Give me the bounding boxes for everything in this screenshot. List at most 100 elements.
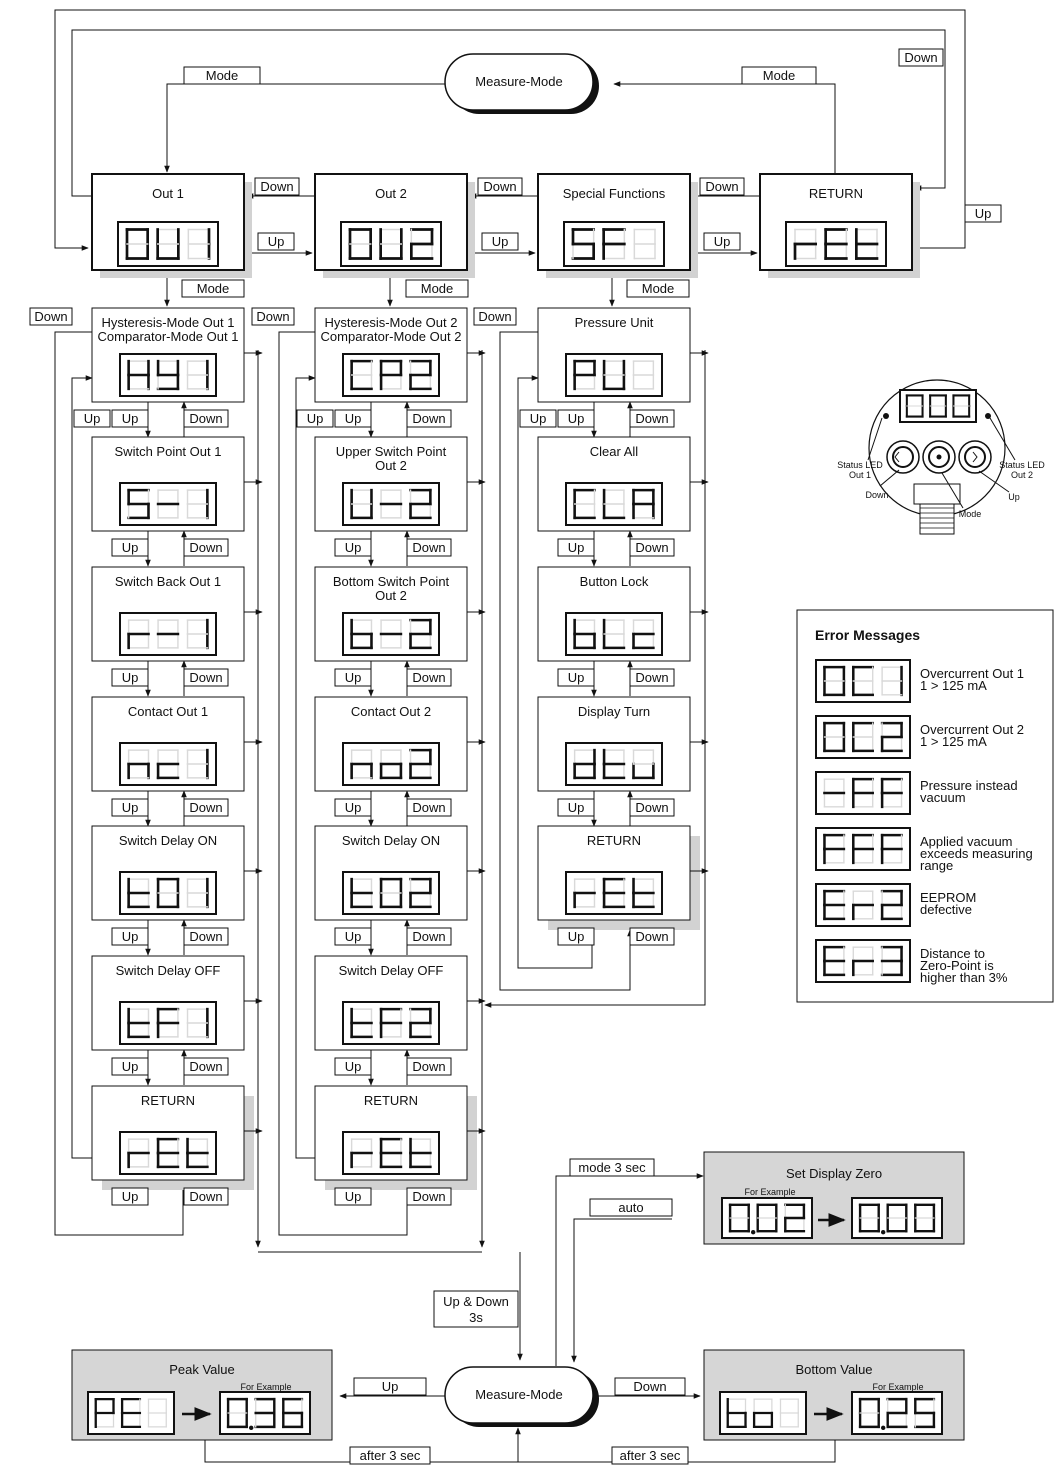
label-text: Up (530, 411, 547, 426)
box-title: Out 1 (152, 186, 184, 201)
down-label: Down (183, 927, 229, 946)
label-text: auto (618, 1200, 643, 1215)
label-text: Down (189, 1059, 222, 1074)
label-box (183, 66, 261, 85)
up-label: Up (334, 1057, 372, 1076)
label-text: Up (122, 929, 139, 944)
value-display (721, 1197, 813, 1239)
up-label: Up (73, 409, 111, 428)
up-label: Up (334, 1187, 372, 1206)
leader-line (867, 417, 883, 461)
status-led-1-label: Out 1 (849, 470, 871, 480)
label-box (406, 668, 452, 687)
down-label: Down (406, 1187, 452, 1206)
label-box (589, 1198, 673, 1217)
box-title: Button Lock (580, 574, 649, 589)
down-label: Down (629, 668, 675, 687)
label-text: 3s (469, 1310, 483, 1325)
up-label: Up (557, 927, 595, 946)
label-text: Down (189, 670, 222, 685)
label-box (481, 232, 519, 251)
error-code-display (815, 715, 911, 759)
label-box (29, 307, 73, 326)
flow-label: Down (473, 307, 517, 326)
down-label: Down (629, 927, 675, 946)
status-led-2-label: Out 2 (1011, 470, 1033, 480)
label-box (406, 538, 452, 557)
oval-frame (444, 1366, 594, 1424)
up-label: Up (519, 409, 557, 428)
label-box (111, 927, 149, 946)
label-text: Up (345, 929, 362, 944)
box-title: Bottom Switch Point (333, 574, 450, 589)
box-title: Switch Delay ON (342, 833, 440, 848)
up-label: Up (964, 204, 1002, 223)
menu-box: Contact Out 1 (91, 696, 263, 827)
label-text: Up (568, 411, 585, 426)
flow-label: Down (29, 307, 73, 326)
box-display (119, 482, 217, 526)
panel-title: Set Display Zero (786, 1166, 882, 1181)
label-box (183, 1187, 229, 1206)
label-text: Down (412, 1189, 445, 1204)
down-label: Down (183, 538, 229, 557)
error-code-display (815, 827, 911, 871)
label-text: Up (122, 1059, 139, 1074)
label-box (629, 668, 675, 687)
flow-label: Up (257, 232, 295, 251)
box-display (563, 221, 665, 267)
label-text: Down (189, 540, 222, 555)
label-box (334, 1057, 372, 1076)
label-box (257, 232, 295, 251)
box-display (342, 1131, 440, 1175)
label-box (406, 1187, 452, 1206)
label-text: Down (483, 179, 516, 194)
label-box (629, 409, 675, 428)
menu-box: RETURN (537, 825, 709, 930)
label-box (181, 279, 245, 298)
menu-box: Switch Delay OFF (91, 955, 263, 1086)
label-box (254, 177, 300, 196)
label-box (626, 279, 690, 298)
label-box (898, 48, 944, 67)
down-label: Down (406, 409, 452, 428)
box-title: Hysteresis-Mode Out 1 (102, 315, 235, 330)
leader-line (978, 470, 1010, 493)
label-text: Mode (421, 281, 454, 296)
label-text: Down (260, 179, 293, 194)
error-code-display (815, 659, 911, 703)
status-led-1 (883, 413, 889, 419)
menu-box: RETURN (314, 1085, 486, 1190)
down-label: Down (183, 668, 229, 687)
menu-box: Clear All (537, 436, 709, 567)
label-box (569, 1158, 655, 1177)
panel-title: Error Messages (815, 627, 920, 643)
label-text: Down (189, 929, 222, 944)
down-label: Down (629, 538, 675, 557)
down-label: Down (406, 798, 452, 817)
label-text: Mode (642, 281, 675, 296)
label-text: Up (307, 411, 324, 426)
label-box (334, 798, 372, 817)
box-title: Clear All (590, 444, 639, 459)
box-display (119, 871, 217, 915)
label-box (433, 1290, 519, 1328)
label-box (557, 538, 595, 557)
label-text: Up (568, 929, 585, 944)
up-button-label: Up (1008, 492, 1020, 502)
up-label: Up (111, 1187, 149, 1206)
label-text: Down (635, 929, 668, 944)
down-label: Down (898, 48, 944, 67)
code-display (87, 1391, 175, 1435)
label-text: Down (412, 929, 445, 944)
box-display (342, 612, 440, 656)
box-display (119, 612, 217, 656)
up-label: Up (111, 538, 149, 557)
label-box (296, 409, 334, 428)
label-text: Up (345, 1059, 362, 1074)
label-text: Down (412, 800, 445, 815)
